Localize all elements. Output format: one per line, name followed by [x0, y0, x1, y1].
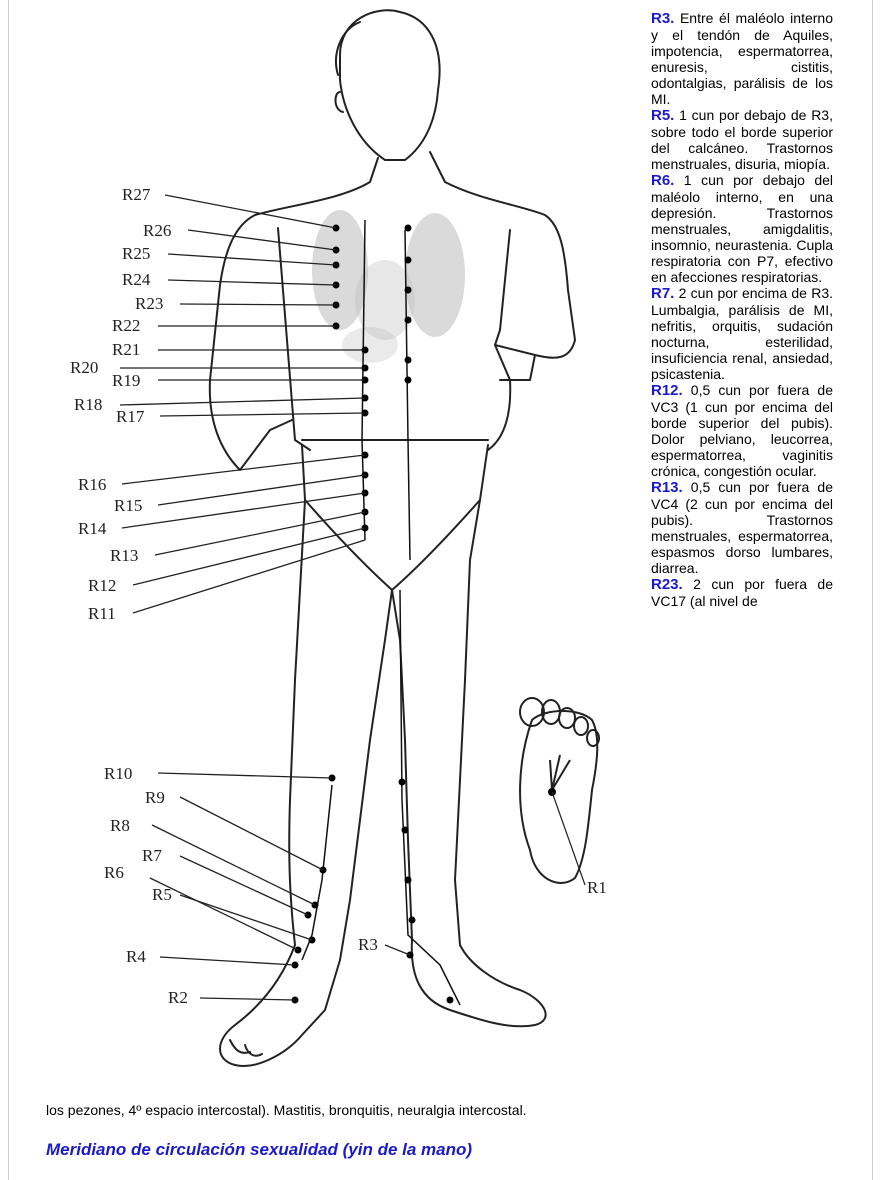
label-r22: R22: [112, 316, 140, 335]
entry-text: 2 cun por fuera de VC17 (al nivel de: [651, 576, 833, 609]
label-r27: R27: [122, 185, 151, 204]
label-r11: R11: [88, 604, 116, 623]
entry-code: R23.: [651, 576, 683, 593]
label-r23: R23: [135, 294, 163, 313]
entry-text: 1 cun por debajo de R3, sobre todo el bo…: [651, 107, 833, 172]
entry-code: R12.: [651, 382, 683, 399]
entry-code: R13.: [651, 479, 683, 496]
label-r18: R18: [74, 395, 102, 414]
label-r20: R20: [70, 358, 98, 377]
entry-r7: R7. 2 cun por encima de R3. Lumbalgia, p…: [651, 285, 833, 382]
entry-text: 0,5 cun por fuera de VC4 (2 cun por enci…: [651, 479, 833, 576]
label-r8: R8: [110, 816, 130, 835]
label-r10: R10: [104, 764, 132, 783]
label-r4: R4: [126, 947, 146, 966]
label-r16: R16: [78, 475, 106, 494]
entry-text: Entre él maléolo interno y el tendón de …: [651, 10, 833, 107]
entry-r6: R6. 1 cun por debajo del maléolo interno…: [651, 172, 833, 285]
label-r5: R5: [152, 885, 172, 904]
continued-text: los pezones, 4º espacio intercostal). Ma…: [46, 1102, 527, 1118]
label-r7: R7: [142, 846, 162, 865]
label-r25: R25: [122, 244, 150, 263]
label-r3: R3: [358, 935, 378, 954]
entry-r23: R23. 2 cun por fuera de VC17 (al nivel d…: [651, 576, 833, 609]
description-column: R3. Entre él maléolo interno y el tendón…: [651, 10, 833, 609]
organs-stipple: [312, 210, 465, 363]
entry-text: 2 cun por encima de R3. Lumbalgia, parál…: [651, 285, 833, 382]
label-r24: R24: [122, 270, 151, 289]
label-r9: R9: [145, 788, 165, 807]
entry-text: 1 cun por debajo del maléolo interno, en…: [651, 172, 833, 285]
label-r1: R1: [587, 878, 607, 897]
entry-code: R3.: [651, 10, 675, 27]
label-r2: R2: [168, 988, 188, 1007]
r1-leader: [551, 791, 586, 886]
section-heading: Meridiano de circulación sexualidad (yin…: [46, 1140, 473, 1159]
label-r14: R14: [78, 519, 107, 538]
foot-sole-inset: [519, 697, 600, 884]
entry-r13: R13. 0,5 cun por fuera de VC4 (2 cun por…: [651, 479, 833, 576]
body-outline: [208, 9, 576, 1067]
label-r6: R6: [104, 863, 124, 882]
page-border-right: [872, 0, 873, 1180]
kidney-meridian-figure: R27 R26 R25 R24 R23 R22 R21 R20 R19 R18 …: [70, 9, 607, 1067]
point-labels: R27 R26 R25 R24 R23 R22 R21 R20 R19 R18 …: [70, 185, 607, 1007]
entry-text: 0,5 cun por fuera de VC3 (1 cun por enci…: [651, 382, 833, 479]
label-r13: R13: [110, 546, 138, 565]
entry-r5: R5. 1 cun por debajo de R3, sobre todo e…: [651, 107, 833, 172]
leader-lines: [119, 194, 411, 1001]
label-r12: R12: [88, 576, 116, 595]
label-r19: R19: [112, 371, 140, 390]
entry-code: R5.: [651, 107, 675, 124]
label-r17: R17: [116, 407, 145, 426]
entry-code: R7.: [651, 285, 675, 302]
label-r21: R21: [112, 340, 140, 359]
entry-code: R6.: [651, 172, 675, 189]
page-border-left: [8, 0, 9, 1180]
label-r26: R26: [143, 221, 171, 240]
entry-r12: R12. 0,5 cun por fuera de VC3 (1 cun por…: [651, 382, 833, 479]
label-r15: R15: [114, 496, 142, 515]
entry-r3: R3. Entre él maléolo interno y el tendón…: [651, 10, 833, 107]
